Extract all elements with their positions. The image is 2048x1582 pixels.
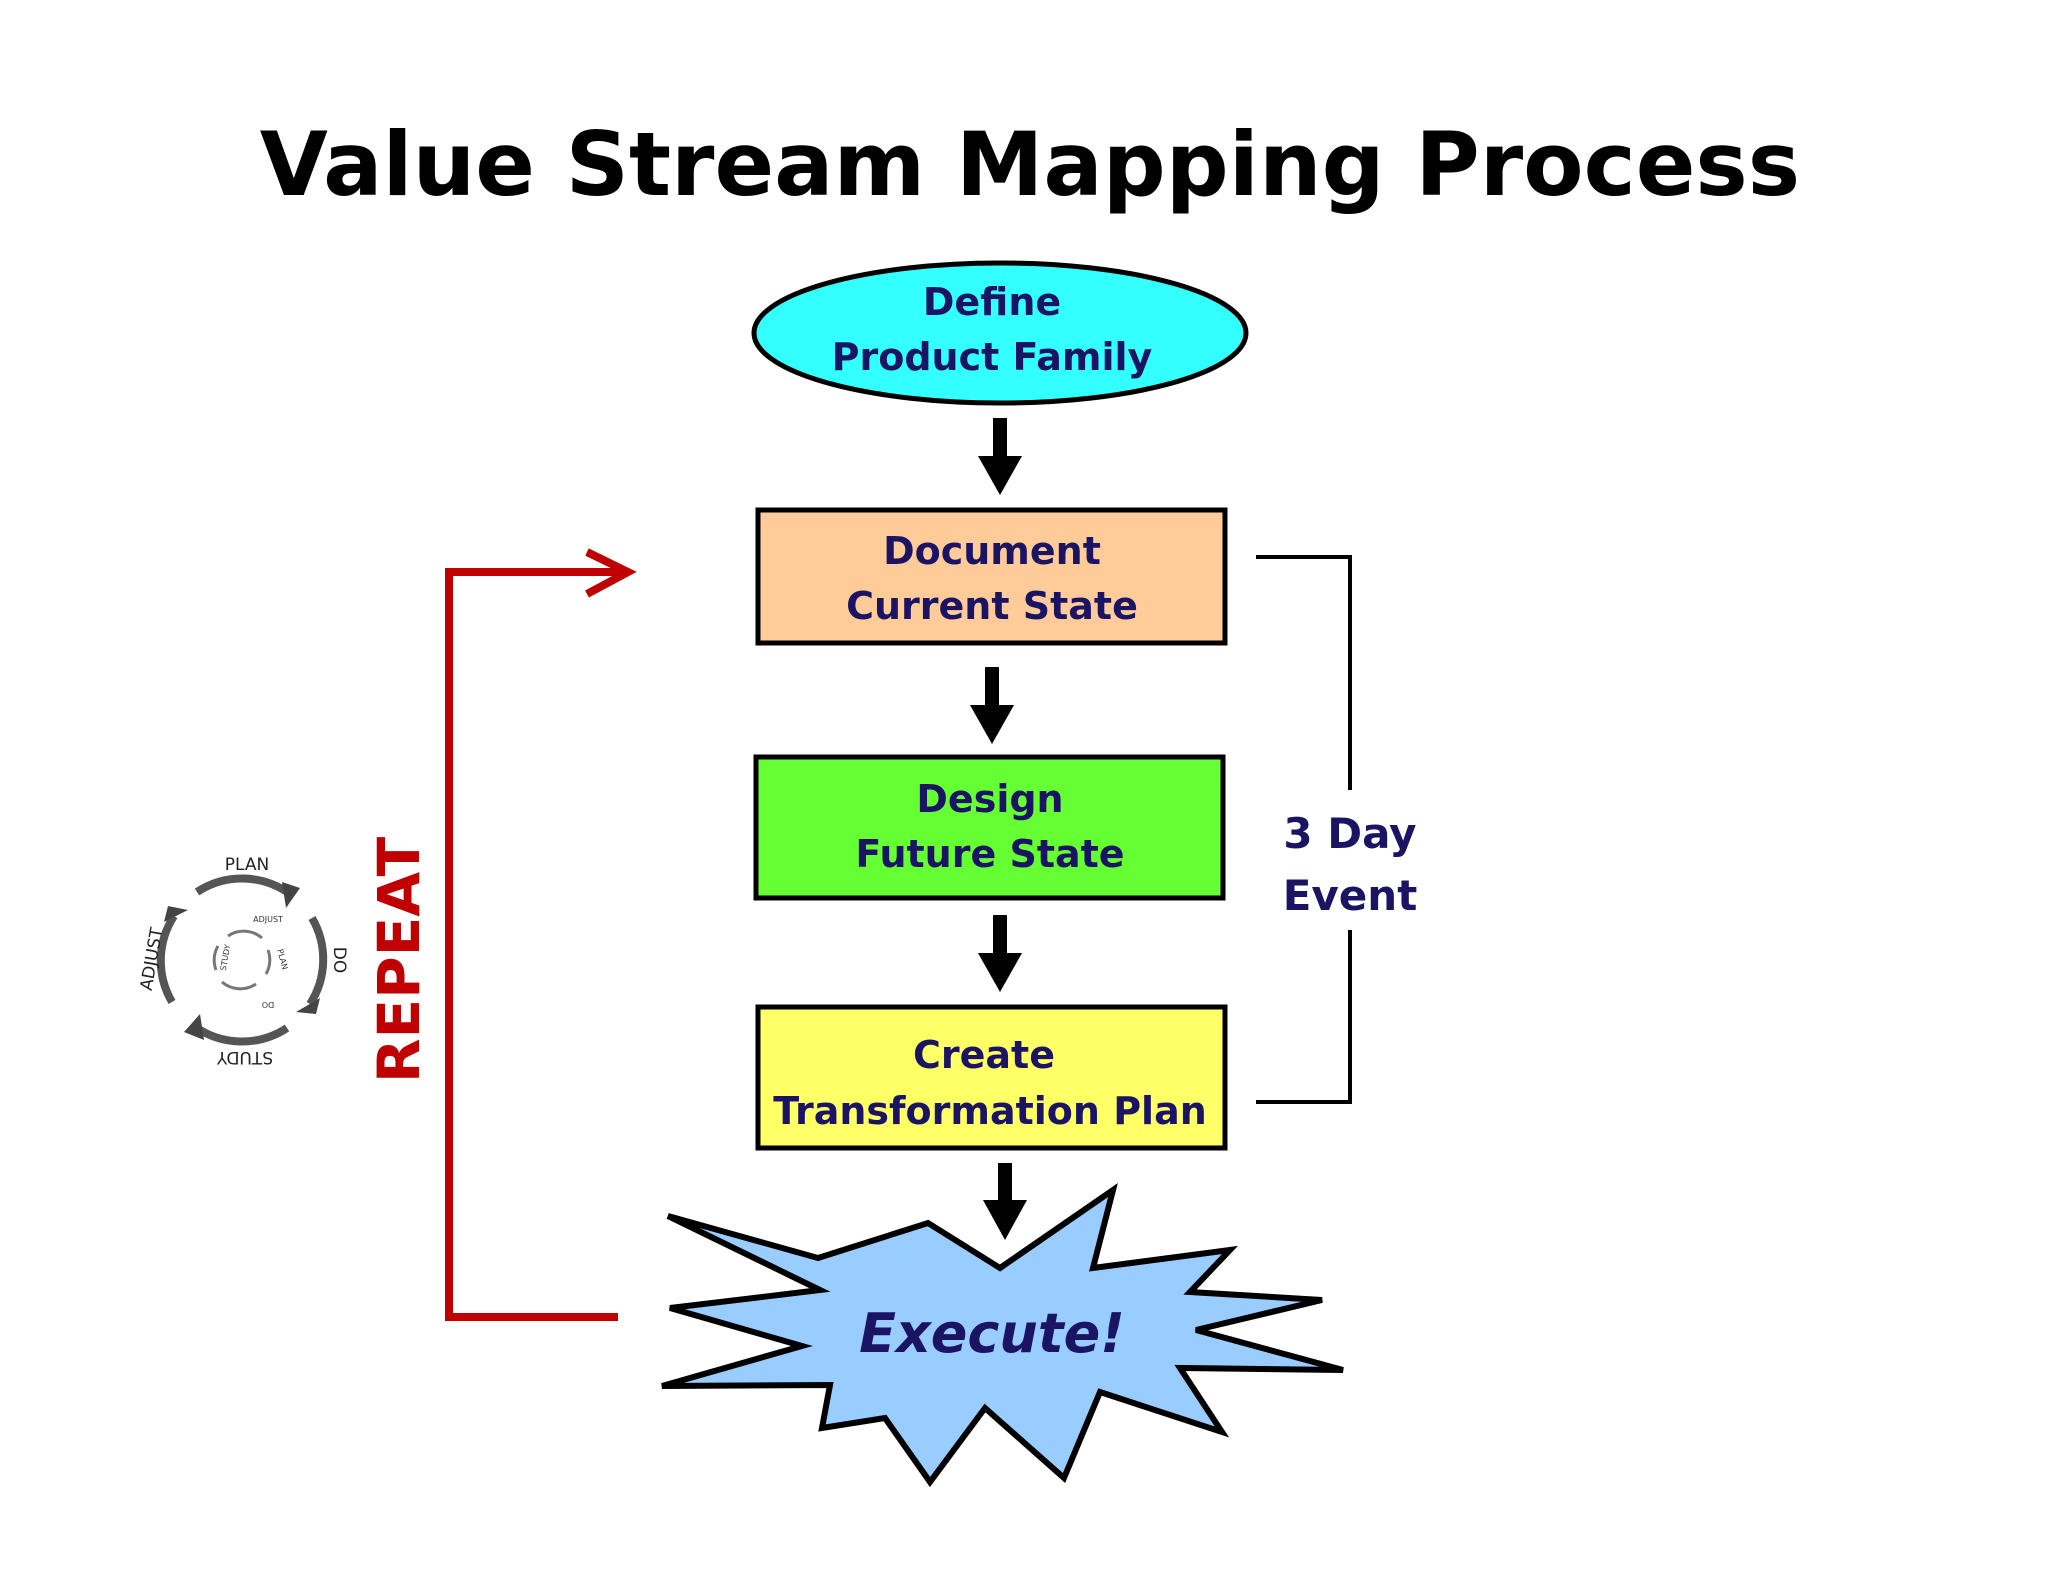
create-label-line2: Transformation Plan: [773, 1089, 1207, 1133]
define-ellipse: [751, 260, 1249, 406]
execute-label: Execute!: [859, 1302, 1125, 1365]
execute-node: Execute!: [661, 1182, 1344, 1488]
arrow-design-to-create: [978, 915, 1022, 992]
create-box: [755, 1004, 1228, 1151]
cycle-inner-study: STUDY: [219, 944, 232, 972]
pdsa-cycle-graphic: PLAN DO STUDY ADJUST ADJUST PLAN DO STUD…: [137, 855, 349, 1067]
cycle-outer-plan: PLAN: [225, 855, 269, 875]
repeat-label: REPEAT: [365, 836, 433, 1083]
create-transformation-plan-node: Create Transformation Plan: [755, 1004, 1228, 1151]
cycle-inner-plan: PLAN: [275, 948, 289, 971]
cycle-outer-do: DO: [329, 947, 349, 973]
design-future-state-node: Design Future State: [753, 754, 1226, 901]
define-label-line1: Define: [923, 280, 1061, 324]
execute-starburst: [661, 1182, 1344, 1488]
document-box: [755, 507, 1228, 646]
design-label-line2: Future State: [855, 832, 1124, 876]
outer-arrowheads: [164, 882, 320, 1040]
arrow-document-to-design: [970, 667, 1014, 744]
inner-cycle-arrows: [212, 929, 272, 991]
three-day-event-bracket: 3 Day Event: [1256, 555, 1418, 1104]
page-title: Value Stream Mapping Process: [260, 113, 1800, 216]
repeat-loop: REPEAT: [365, 548, 637, 1321]
cycle-inner-adjust: ADJUST: [253, 915, 283, 924]
define-product-family-node: Define Product Family: [751, 260, 1249, 406]
cycle-outer-study: STUDY: [216, 1047, 273, 1067]
cycle-inner-do: DO: [262, 1000, 274, 1009]
create-label-line1: Create: [913, 1033, 1055, 1077]
design-box: [753, 754, 1226, 901]
design-label-line1: Design: [916, 777, 1063, 821]
outer-cycle-arrows: [156, 874, 328, 1046]
document-current-state-node: Document Current State: [755, 507, 1228, 646]
event-label-line1: 3 Day: [1283, 809, 1416, 858]
event-label-line2: Event: [1283, 871, 1418, 920]
define-label-line2: Product Family: [832, 335, 1153, 379]
document-label-line1: Document: [883, 529, 1101, 573]
arrow-define-to-document: [978, 418, 1022, 495]
document-label-line2: Current State: [846, 584, 1138, 628]
arrow-create-to-execute: [983, 1163, 1027, 1240]
